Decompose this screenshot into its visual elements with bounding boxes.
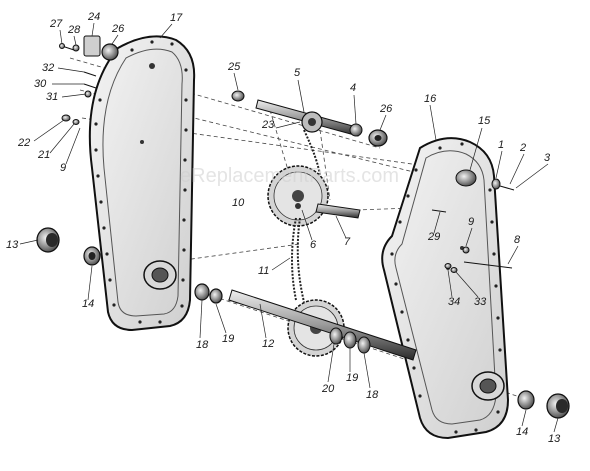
callout-2: 2 [519,142,526,154]
callout-12: 12 [262,338,274,350]
left-case-rivets [94,40,188,324]
callout-29: 29 [427,231,440,243]
callout-6: 6 [310,239,317,251]
callout-13: 13 [548,433,561,445]
callout-19: 19 [222,333,234,345]
callout-1: 1 [498,139,504,151]
callout-9: 9 [468,216,474,228]
callout-18: 18 [196,339,209,351]
callout-32: 32 [42,62,54,74]
top-sprocket [301,111,323,133]
callout-9: 9 [60,162,66,174]
callout-16: 16 [424,93,437,105]
callout-22: 22 [17,137,30,149]
callout-24: 24 [87,11,100,23]
callout-15: 15 [478,115,491,127]
callout-25: 25 [227,61,241,73]
callout-17: 17 [170,12,183,24]
left-chain-case [88,35,196,332]
callout-4: 4 [350,82,356,94]
lower-axle [228,289,417,361]
callout-30: 30 [34,78,47,90]
callout-31: 31 [46,91,58,103]
callout-28: 28 [67,24,81,36]
bearings [36,35,570,419]
callout-26: 26 [379,103,393,115]
callout-7: 7 [344,236,351,248]
callout-27: 27 [49,18,63,30]
callout-19: 19 [346,372,358,384]
callout-13: 13 [6,239,19,251]
callout-5: 5 [294,67,301,79]
callout-14: 14 [82,298,94,310]
fasteners [59,43,515,273]
watermark-text: eReplacementParts.com [180,165,399,187]
callout-18: 18 [366,389,379,401]
callout-11: 11 [258,265,269,277]
drive-chain [291,129,321,303]
callout-26: 26 [111,23,125,35]
right-chain-case [381,137,510,440]
callout-14: 14 [516,426,528,438]
leader-lines [19,22,559,433]
callout-10: 10 [232,197,245,209]
callouts: 27 28 24 26 17 32 30 31 22 21 9 25 5 4 2… [6,11,561,445]
callout-34: 34 [448,296,460,308]
middle-shaft [315,203,361,219]
middle-sprocket [267,165,329,227]
callout-8: 8 [514,234,521,246]
callout-21: 21 [37,149,50,161]
callout-33: 33 [474,296,487,308]
callout-20: 20 [321,383,335,395]
callout-3: 3 [544,152,551,164]
callout-23: 23 [261,119,275,131]
